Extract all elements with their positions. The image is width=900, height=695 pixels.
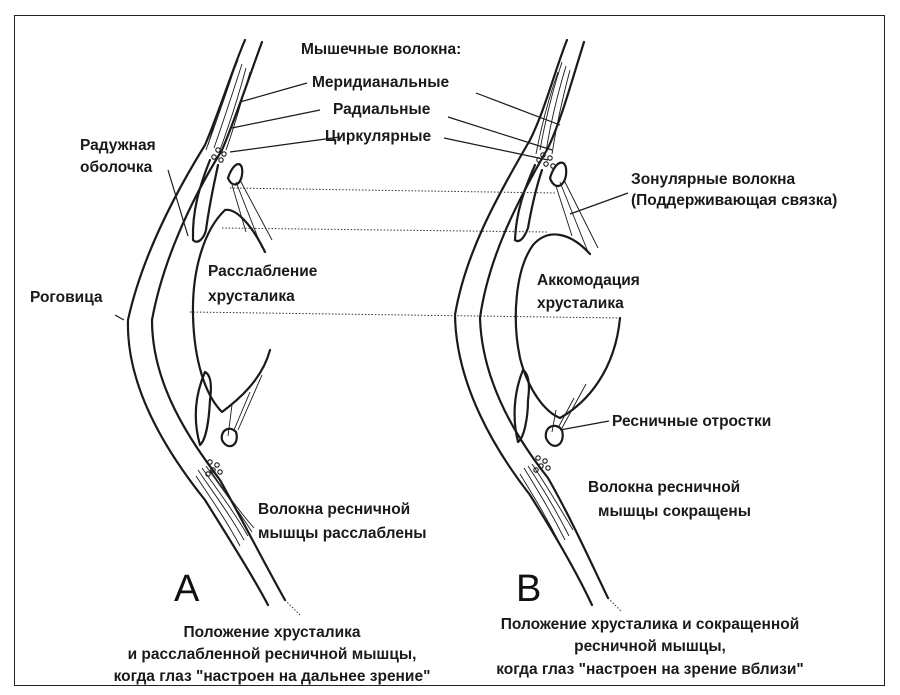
- eye-b-ciliary-lower: [544, 424, 564, 447]
- eye-a-outer-wall: [126, 38, 270, 607]
- label-lens-relax-line1: Расслабление: [208, 263, 318, 280]
- eye-a-lens: [191, 208, 272, 414]
- eye-a-inner-wall: [150, 40, 287, 602]
- label-iris-line2: оболочка: [80, 159, 153, 176]
- label-fibers-relaxed-line1: Волокна ресничной: [258, 501, 410, 518]
- figure-frame: [14, 15, 885, 686]
- letter-a: A: [174, 568, 200, 610]
- label-cornea: Роговица: [30, 289, 103, 306]
- label-accommodation-line2: хрусталика: [537, 295, 624, 312]
- label-lens-relax-line2: хрусталика: [208, 288, 295, 305]
- eye-a-zonular-fibers: [227, 179, 273, 437]
- eye-b-zonular-fibers: [551, 179, 599, 433]
- caption-a-line3: когда глаз "настроен на дальнее зрение": [114, 668, 431, 685]
- eye-a-meridional-fibers-lower: [195, 465, 255, 547]
- label-zonular-line2: (Поддерживающая связка): [631, 192, 837, 209]
- label-meridional: Меридианальные: [312, 74, 449, 91]
- caption-b-line1: Положение хрусталика и сокращенной: [501, 616, 800, 633]
- eye-b-ciliary-upper: [548, 161, 568, 187]
- label-iris-line1: Радужная: [80, 137, 156, 154]
- caption-b-line3: когда глаз "настроен на зрение вблизи": [496, 661, 804, 678]
- label-fibers-relaxed-line2: мышцы расслаблены: [258, 525, 427, 542]
- eye-b-drawing: [443, 38, 629, 613]
- eye-b-lens: [514, 233, 622, 420]
- eye-a-iris-upper: [191, 158, 220, 243]
- eye-a-ciliary-lower: [220, 427, 238, 448]
- reference-lines: [189, 187, 621, 319]
- label-muscle-fibers: Мышечные волокна:: [301, 41, 461, 58]
- label-fibers-contracted-line1: Волокна ресничной: [588, 479, 740, 496]
- label-zonular-line1: Зонулярные волокна: [631, 171, 795, 188]
- letter-b: B: [516, 568, 541, 610]
- caption-a-line2: и расслабленной ресничной мышцы,: [128, 646, 417, 663]
- label-circular: Циркулярные: [325, 128, 431, 145]
- caption-a-line1: Положение хрусталика: [183, 624, 360, 641]
- eye-a-ciliary-upper: [226, 163, 244, 186]
- eye-a-circular-fibers: [205, 147, 227, 477]
- eye-b-meridional-fibers-lower: [519, 463, 574, 547]
- eye-b-meridional-fibers-upper: [535, 61, 571, 155]
- eye-b-iris-upper: [513, 163, 544, 243]
- label-fibers-contracted-line2: мышцы сокращены: [598, 503, 751, 520]
- eye-a-drawing: [114, 38, 341, 616]
- label-radial: Радиальные: [333, 101, 431, 118]
- eye-b-circular-fibers: [533, 152, 556, 473]
- caption-b-line2: ресничной мышцы,: [574, 638, 726, 655]
- eye-a-iris-lower: [194, 370, 213, 447]
- eye-a-meridional-fibers-upper: [205, 59, 251, 151]
- label-ciliary-processes: Ресничные отростки: [612, 413, 771, 430]
- label-accommodation-line1: Аккомодация: [537, 272, 640, 289]
